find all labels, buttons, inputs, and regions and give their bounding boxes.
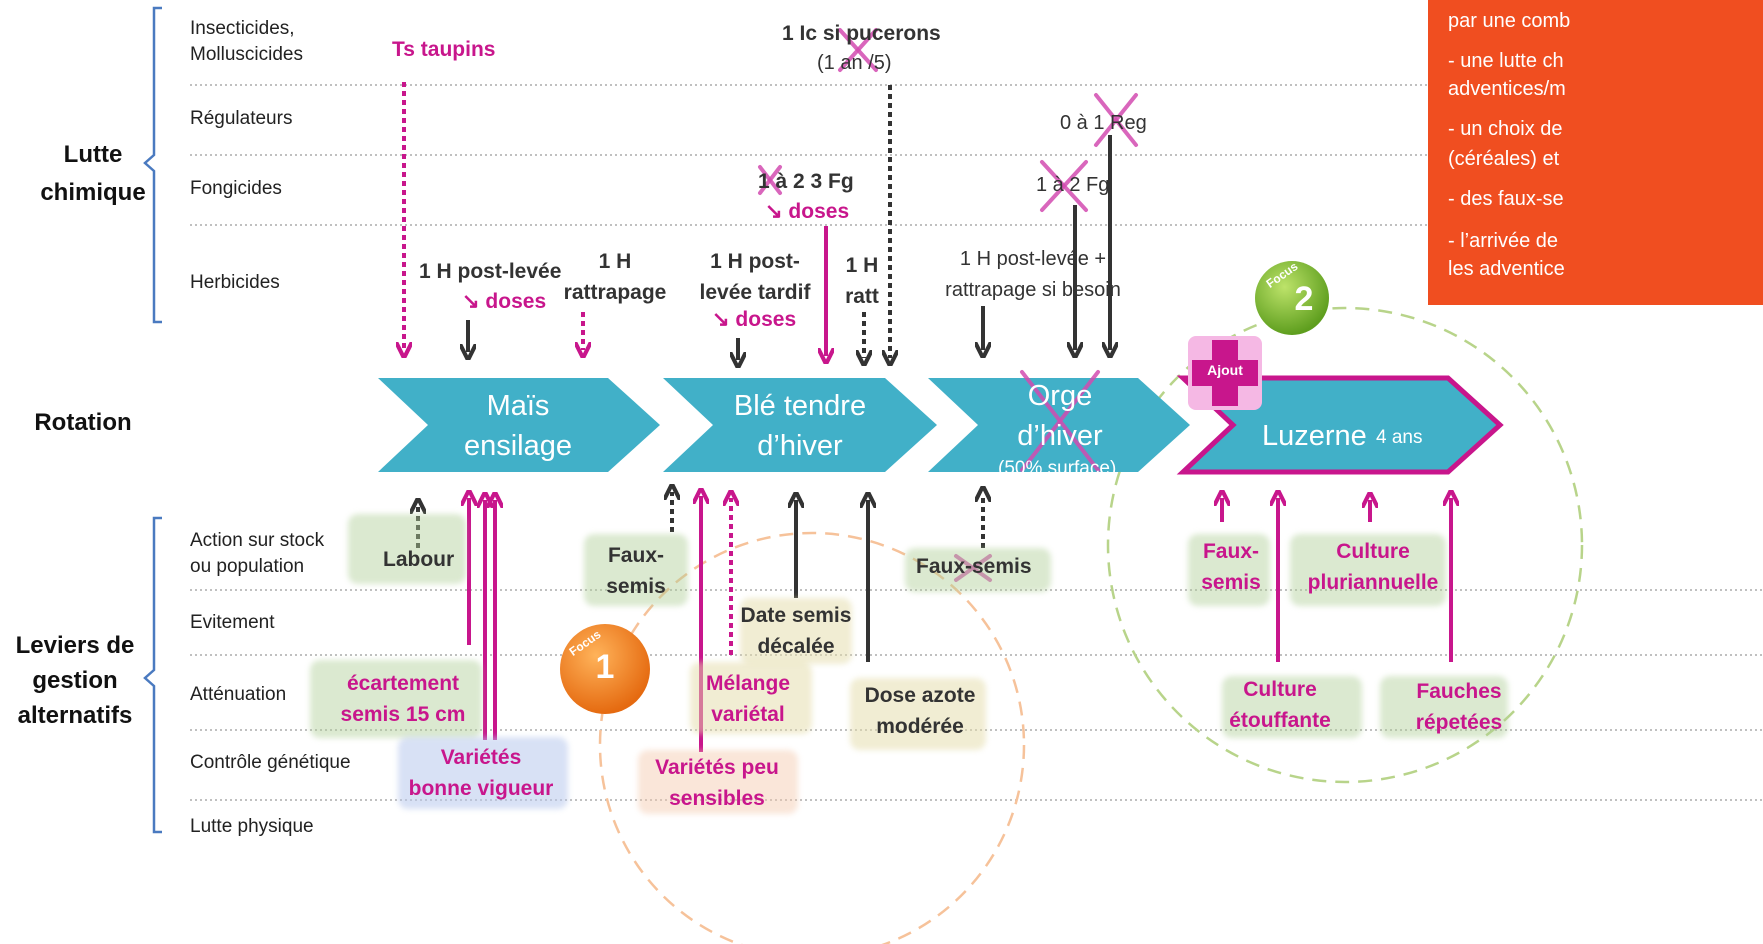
patch-dose-azote — [850, 678, 986, 750]
cross-ic-pucerons — [838, 28, 878, 72]
crop-shape-mais — [378, 378, 660, 472]
patch-ecartement — [310, 660, 482, 738]
row-label-fongicides: Fongicides — [190, 178, 282, 199]
patch-sensibles — [638, 750, 798, 814]
label-fauxsemis-ble: Faux- semis — [606, 544, 666, 598]
focus2-circle — [1106, 306, 1584, 784]
label-h-mais: 1 H post-levée — [419, 260, 562, 283]
label-dose-azote: Dose azote modérée — [864, 684, 976, 738]
label-fauxsemis-orge: Faux-semis — [916, 555, 1032, 578]
bracket-chimique — [143, 6, 162, 324]
label-labour: Labour — [383, 548, 455, 571]
section-lutte-chimique: Lutte chimique — [40, 141, 146, 206]
row-label-insecticides: Insecticides, Molluscicides — [190, 18, 303, 65]
row-label-evitement: Evitement — [190, 612, 275, 633]
crop-shape-ble — [663, 378, 937, 472]
row-label-regulateurs: Régulateurs — [190, 108, 293, 129]
patch-fauxsemis-ble — [584, 534, 688, 606]
label-h-ble-ratt: 1 H ratt — [845, 254, 879, 308]
row-label-action-stock: Action sur stock ou population — [190, 530, 325, 577]
patch-fauxsemis-orge — [905, 548, 1051, 592]
patch-melange — [690, 662, 812, 734]
patch-date-semis — [740, 598, 852, 664]
crop-label-luzerne: Luzerne — [1262, 420, 1367, 452]
label-h-ble: 1 H post- levée tardif — [699, 250, 811, 304]
crop-sub-orge: (50% surface) — [998, 458, 1117, 479]
cross-fg-orge — [1040, 160, 1088, 212]
cross-orge — [1020, 370, 1100, 472]
label-melange: Mélange variétal — [705, 672, 791, 726]
crop-label-mais: Maïs ensilage — [463, 390, 573, 462]
info-line: (céréales) et — [1448, 148, 1560, 170]
label-ic-freq: (1 an /5) — [817, 52, 892, 74]
crop-sub-luzerne: 4 ans — [1376, 427, 1423, 448]
label-ic-pucerons: 1 Ic si pucerons — [782, 22, 941, 45]
focus1-circle — [598, 531, 1026, 944]
patch-fauches — [1380, 676, 1508, 738]
label-varietes-sensibles: Variétés peu sensibles — [655, 756, 779, 810]
label-reg: 0 à 1 Reg — [1060, 112, 1147, 134]
label-culture-etouffante: Culture étouffante — [1229, 678, 1331, 732]
focus2-badge — [1255, 261, 1329, 335]
label-date-semis: Date semis décalée — [740, 604, 852, 658]
label-h-orge: 1 H post-levée + rattrapage si besoin — [945, 248, 1121, 301]
label-h-mais-doses: ↘ doses — [462, 290, 547, 313]
crop-label-ble: Blé tendre d’hiver — [733, 390, 867, 462]
row-label-lutte-physique: Lutte physique — [190, 816, 314, 837]
focus1-number: 1 — [595, 648, 615, 686]
patch-etouffante — [1222, 676, 1362, 738]
label-varietes-vigueur: Variétés bonne vigueur — [408, 746, 554, 800]
label-h-mais-ratt: 1 H rattrapage — [563, 250, 667, 304]
patch-labour — [348, 514, 466, 584]
label-h-ble-doses: ↘ doses — [712, 308, 797, 331]
focus1-badge — [560, 624, 650, 714]
label-fauches: Fauches répetées — [1415, 680, 1503, 734]
info-line: - un choix de — [1448, 118, 1563, 140]
info-line: adventices/m — [1448, 78, 1566, 100]
info-line: - des faux-se — [1448, 188, 1564, 210]
section-rotation: Rotation — [34, 409, 132, 436]
info-line: - l’arrivée de — [1448, 230, 1559, 252]
row-label-controle-genetique: Contrôle génétique — [190, 752, 351, 773]
label-ecartement: écartement semis 15 cm — [340, 672, 466, 726]
patch-vigueur — [398, 737, 568, 809]
info-line: les adventice — [1448, 258, 1565, 280]
label-fg-orge: 1 à 2 Fg — [1036, 174, 1110, 196]
label-fg-ble: 1 à 2 3 Fg — [758, 170, 854, 193]
focus2-number: 2 — [1294, 280, 1314, 318]
info-line: - une lutte ch — [1448, 50, 1564, 72]
info-box: par une comb - une lutte ch adventices/m… — [1428, 0, 1763, 305]
info-line: par une comb — [1448, 10, 1571, 32]
cross-fauxsemis-orge — [954, 554, 992, 582]
crop-label-orge: Orge d’hiver — [1017, 380, 1103, 452]
patch-pluri — [1290, 534, 1446, 606]
ajout-label: Ajout — [1207, 362, 1243, 378]
patch-fauxsemis-luz — [1188, 534, 1270, 606]
label-fauxsemis-luz: Faux- semis — [1201, 540, 1261, 594]
ajout-badge — [1188, 336, 1262, 410]
row-label-herbicides: Herbicides — [190, 272, 280, 293]
label-culture-pluri: Culture pluriannuelle — [1307, 540, 1439, 594]
label-ts-taupins: Ts taupins — [392, 38, 496, 61]
cross-reg — [1094, 93, 1138, 147]
cross-fg-ble — [758, 165, 782, 195]
label-fg-ble-doses: ↘ doses — [765, 200, 850, 223]
bracket-leviers — [143, 516, 162, 834]
crop-shape-luzerne — [1176, 375, 1504, 475]
section-leviers: Leviers de gestion alternatifs — [15, 632, 135, 729]
row-label-attenuation: Atténuation — [190, 684, 287, 705]
